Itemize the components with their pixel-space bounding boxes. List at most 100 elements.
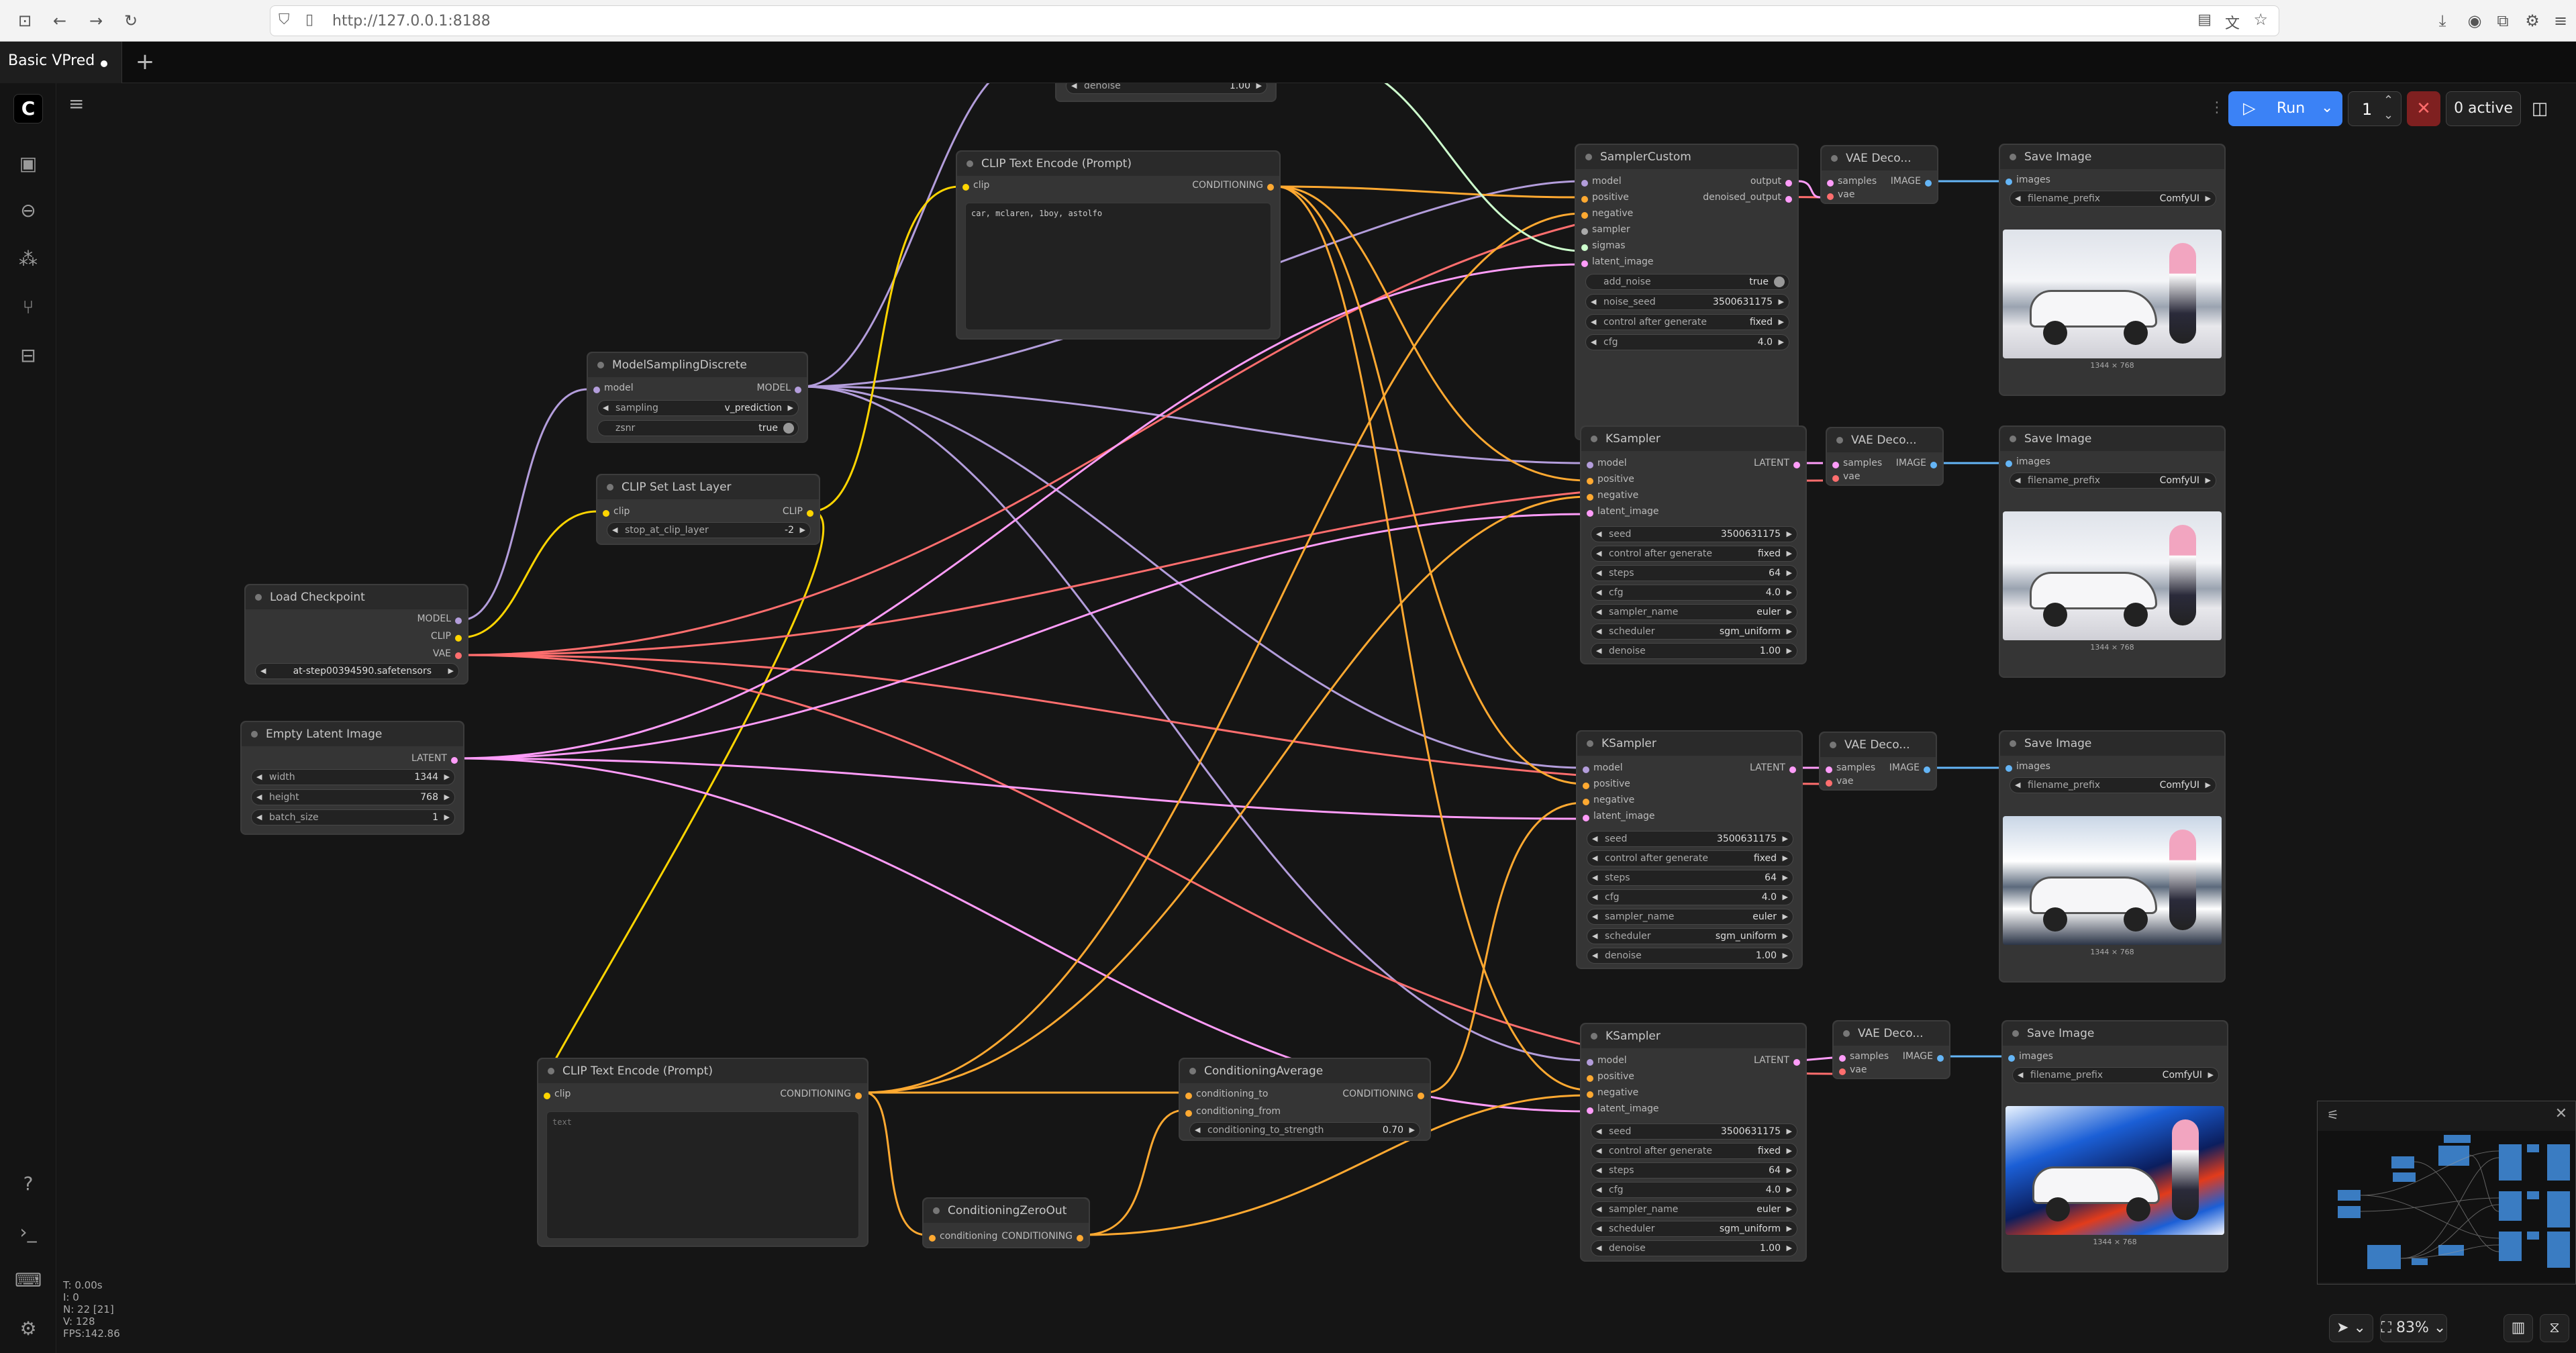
settings-gear-icon[interactable]: ⚙ xyxy=(19,1317,37,1340)
templates-icon[interactable]: ⊟ xyxy=(20,344,36,366)
download-icon[interactable]: ⤓ xyxy=(2438,11,2446,30)
output-slot[interactable]: LATENT xyxy=(1750,762,1796,773)
node-clip-text-encode-bottom[interactable]: CLIP Text Encode (Prompt) clip CONDITION… xyxy=(537,1058,869,1247)
input-slot[interactable]: negative xyxy=(1587,490,1638,501)
node-title[interactable]: Save Image xyxy=(2003,1021,2227,1046)
prompt-textarea-bottom[interactable]: text xyxy=(546,1111,859,1239)
interrupt-button[interactable]: ✕ xyxy=(2407,91,2440,126)
settings-icon[interactable]: ⚙ xyxy=(2525,11,2540,30)
node-sampler-custom[interactable]: SamplerCustom model positive negative sa… xyxy=(1575,144,1799,440)
output-slot[interactable]: LATENT xyxy=(1754,1055,1800,1066)
node-title[interactable]: Save Image xyxy=(2000,145,2224,169)
queue-count-input[interactable]: 1 ⌃ ⌄ xyxy=(2348,91,2401,126)
node-partial-top[interactable]: denoise 1.00 xyxy=(1055,83,1277,102)
output-slot[interactable]: IMAGE xyxy=(1896,458,1937,468)
workflows-icon[interactable]: ⑂ xyxy=(22,296,34,318)
node-library-icon[interactable]: ⁂ xyxy=(19,248,38,270)
node-save-image-4[interactable]: Save Imageimagesfilename_prefixComfyUI13… xyxy=(2001,1020,2228,1272)
output-slot[interactable]: IMAGE xyxy=(1891,176,1932,187)
address-bar[interactable]: ⛉ ▯ http://127.0.0.1:8188 ▤ 文 ☆ xyxy=(270,5,2279,36)
input-slot[interactable]: model xyxy=(1583,762,1623,773)
input-slot[interactable]: positive xyxy=(1583,779,1630,789)
toggle-panel-icon[interactable]: ◫ xyxy=(2531,99,2548,119)
run-button[interactable]: ▷ Run ⌄ xyxy=(2228,91,2342,126)
link-visibility-icon[interactable]: ⧖ xyxy=(2540,1314,2569,1342)
terminal-icon[interactable]: ›_ xyxy=(19,1221,37,1243)
input-slot[interactable]: samples xyxy=(1839,1051,1889,1062)
node-save-image-1[interactable]: Save Imageimagesfilename_prefixComfyUI13… xyxy=(1999,144,2226,396)
node-title[interactable]: VAE Deco... xyxy=(1820,733,1936,757)
output-slot[interactable]: IMAGE xyxy=(1889,762,1930,773)
input-slot[interactable]: model xyxy=(1587,458,1627,468)
prompt-textarea[interactable]: car, mclaren, 1boy, astolfo xyxy=(965,203,1271,330)
output-slot[interactable]: LATENT xyxy=(1754,458,1800,468)
input-slot[interactable]: latent_image xyxy=(1587,1103,1659,1114)
node-clip-text-encode-top[interactable]: CLIP Text Encode (Prompt) clip CONDITION… xyxy=(956,150,1281,340)
image-preview[interactable] xyxy=(2003,511,2222,640)
input-slot[interactable]: vae xyxy=(1827,189,1854,200)
models-icon[interactable]: ⊖ xyxy=(20,199,36,221)
forward-icon[interactable]: → xyxy=(89,11,103,30)
input-slot[interactable]: positive xyxy=(1587,1071,1634,1082)
node-title[interactable]: VAE Deco... xyxy=(1822,146,1937,170)
menu-icon[interactable]: ≡ xyxy=(2553,11,2568,30)
translate-icon[interactable]: 文 xyxy=(2224,15,2240,32)
node-model-sampling-discrete[interactable]: ModelSamplingDiscrete model MODEL sampli… xyxy=(587,352,808,443)
back-icon[interactable]: ← xyxy=(52,11,67,30)
workflow-tab[interactable]: Basic VPred xyxy=(0,42,122,83)
image-preview[interactable] xyxy=(2005,1106,2224,1235)
keyboard-icon[interactable]: ⌨ xyxy=(15,1269,42,1291)
input-slot[interactable]: images xyxy=(2005,456,2050,467)
drag-handle-icon[interactable]: ⋮ xyxy=(2210,99,2224,116)
node-title[interactable]: VAE Deco... xyxy=(1834,1021,1949,1046)
comfy-logo[interactable]: C xyxy=(13,94,43,123)
node-title[interactable]: KSampler xyxy=(1581,1024,1805,1048)
input-slot[interactable]: model xyxy=(1587,1055,1627,1066)
input-slot[interactable]: vae xyxy=(1839,1064,1867,1075)
zoom-button[interactable]: ⛶ 83% ⌄ xyxy=(2380,1314,2447,1342)
image-preview[interactable] xyxy=(2003,816,2222,945)
increment-icon[interactable]: ⌃ xyxy=(2383,93,2394,107)
input-slot[interactable]: samples xyxy=(1832,458,1882,468)
node-conditioning-average[interactable]: ConditioningAverage conditioning_to COND… xyxy=(1179,1058,1431,1141)
node-clip-set-last-layer[interactable]: CLIP Set Last Layer clip CLIP stop_at_cl… xyxy=(596,474,820,545)
close-icon[interactable]: ✕ xyxy=(2555,1105,2567,1122)
hamburger-icon[interactable]: ≡ xyxy=(68,93,85,115)
clip-layer-widget[interactable]: stop_at_clip_layer-2 xyxy=(607,522,811,538)
extensions-icon[interactable]: ⧉ xyxy=(2497,11,2509,30)
input-slot[interactable]: latent_image xyxy=(1587,506,1659,517)
decrement-icon[interactable]: ⌄ xyxy=(2383,108,2394,122)
chevron-down-icon[interactable]: ⌄ xyxy=(2321,99,2334,116)
